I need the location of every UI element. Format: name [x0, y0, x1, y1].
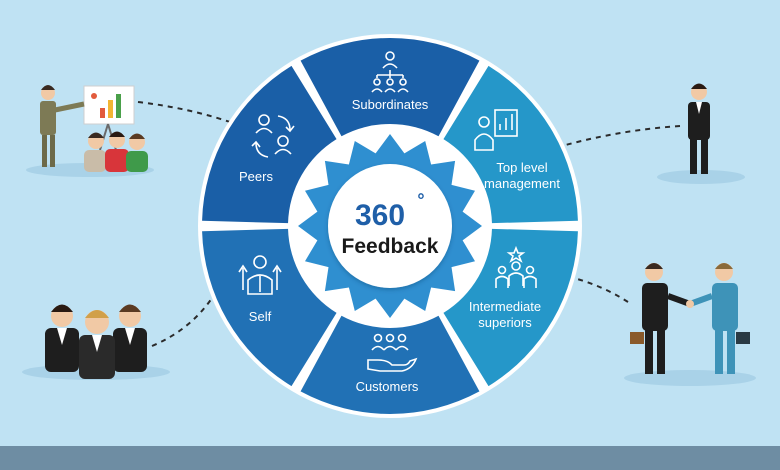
footer-bar [0, 446, 780, 470]
team-illustration [22, 304, 170, 380]
segment-top [443, 65, 578, 224]
hand-people-icon [367, 333, 418, 372]
manager-chart-icon [474, 109, 518, 151]
segment-customers [300, 315, 480, 414]
segment-label-intermediate: Intermediate [469, 299, 541, 314]
connector-self [151, 297, 213, 347]
self-growth-icon [238, 255, 282, 295]
org-chart-icon [371, 51, 409, 93]
segment-label-customers: Customers [356, 379, 419, 394]
connector-top-level [561, 125, 681, 147]
segment-label-intermediate-line2: superiors [478, 315, 532, 330]
degree-symbol: ° [417, 190, 424, 210]
segment-self [202, 228, 337, 387]
segment-label-self: Self [249, 309, 272, 324]
peers-cycle-icon [251, 114, 295, 158]
connector-peers [137, 101, 237, 125]
segment-label-peers: Peers [239, 169, 273, 184]
handshake-illustration [624, 263, 756, 386]
manager-illustration [657, 83, 745, 184]
segment-intermediate [443, 228, 578, 387]
team-star-icon [495, 245, 537, 288]
segment-label-subordinates: Subordinates [352, 97, 429, 112]
center-number: 360 [355, 199, 405, 232]
center-word: Feedback [342, 235, 439, 258]
segment-subordinates [300, 38, 480, 137]
segment-peers [202, 65, 337, 224]
segment-label-top: Top level [496, 160, 547, 175]
center-disc [328, 164, 452, 288]
presenter-illustration [26, 85, 154, 177]
connector-intermediate [565, 275, 629, 303]
segment-label-top-line2: management [484, 176, 560, 191]
